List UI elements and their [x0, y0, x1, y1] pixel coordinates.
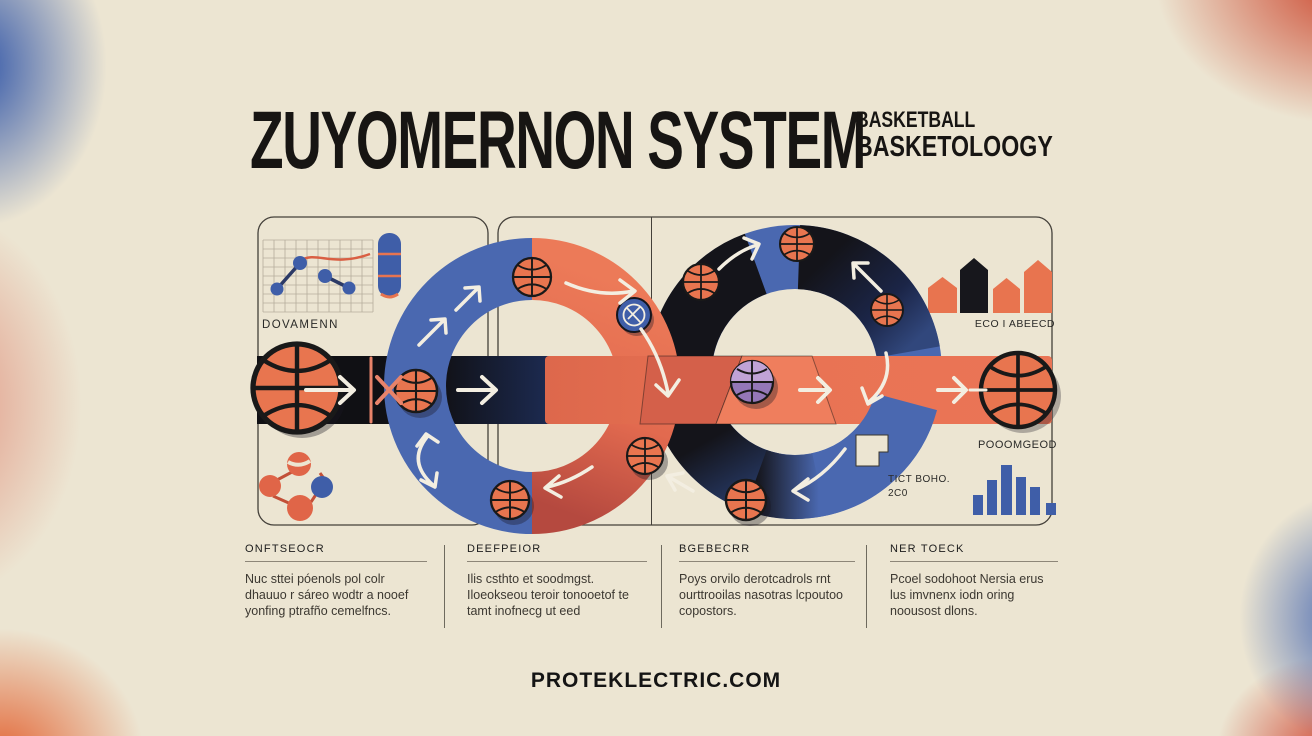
flow-arrow-icon	[936, 376, 968, 404]
column-rule	[679, 561, 855, 562]
column-2: DEEFPEIOR Ilis csthto et soodmgst. Iloeo…	[467, 543, 647, 619]
blue-bar-chart-icon	[973, 465, 1056, 515]
flow-arrow-icon	[798, 376, 832, 404]
column-rule	[467, 561, 647, 562]
column-body: Ilis csthto et soodmgst. Iloeokseou tero…	[467, 572, 629, 618]
label-top-left: DOVAMENN	[262, 319, 339, 331]
flow-arrow-icon	[304, 375, 356, 405]
flow-arrow-icon	[564, 278, 637, 305]
poster-title: ZUYOMERNON SYSTEM	[250, 100, 1168, 182]
flow-arrow-icon	[456, 375, 498, 405]
column-1: ONFTSEOCR Nuc sttei póenols pol colr dha…	[245, 543, 427, 619]
column-divider	[866, 545, 867, 628]
column-body: Poys orvilo derotcadrols rnt ourttrooila…	[679, 572, 843, 618]
flow-arrow-icon	[665, 471, 695, 493]
column-rule	[890, 561, 1058, 562]
right-loop-fade	[744, 449, 826, 519]
note-line1: TICT BOHO.	[888, 474, 951, 485]
label-top-right: ECO I ABEECD	[974, 318, 1055, 330]
flow-arrow-icon	[417, 317, 448, 347]
flow-arrow-icon	[860, 351, 890, 406]
basketball-icon	[870, 293, 904, 327]
flow-arrow-icon	[415, 432, 440, 489]
basketball-icon	[625, 436, 665, 476]
flow-arrow-icon	[791, 447, 847, 502]
poster-subtitle-line2: BASKETOLOOGY	[856, 131, 1053, 163]
molecule-icon	[259, 452, 333, 521]
column-body: Nuc sttei póenols pol colr dhauuo r sáre…	[245, 572, 409, 618]
flow-arrows	[304, 236, 988, 502]
footer-website: PROTEKLECTRIC.COM	[530, 669, 782, 692]
line-chart-icon	[262, 239, 374, 313]
flow-arrow-icon	[454, 285, 482, 312]
poster-title-text: ZUYOMERNON SYSTEM	[250, 95, 867, 186]
column-heading: BGEBECRR	[679, 543, 751, 555]
flow-arrow-icon	[543, 465, 594, 499]
basketball-icon	[778, 225, 816, 263]
basketball-icon	[681, 262, 721, 302]
purple-basketball-icon	[729, 359, 778, 409]
pentagon-bar-chart-icon	[928, 258, 1052, 313]
column-rule	[245, 561, 427, 562]
column-4: NER TOECK Pcoel sodohoot Nersia erus lus…	[890, 543, 1058, 619]
basketball-icon	[981, 353, 1055, 427]
column-3: BGEBECRR Poys orvilo derotcadrols rnt ou…	[679, 543, 855, 619]
poster-subtitle-line1: BASKETBALL	[856, 107, 976, 132]
column-heading: ONFTSEOCR	[245, 543, 325, 555]
label-mid-right: POOOMGEOD	[977, 439, 1057, 451]
column-heading: DEEFPEIOR	[467, 543, 542, 555]
flow-arrow-icon	[639, 327, 681, 398]
column-heading: NER TOECK	[890, 543, 965, 555]
column-body: Pcoel sodohoot Nersia erus lus imvnenx i…	[890, 572, 1044, 618]
column-divider	[444, 545, 445, 628]
basketball-badge-icon	[616, 297, 654, 336]
capsule-icon	[378, 233, 401, 299]
paper-note-icon	[855, 434, 889, 467]
basketball-icon	[511, 256, 553, 298]
flow-arrow-icon	[851, 261, 883, 293]
flow-arrow-icon	[717, 236, 761, 271]
basketballs	[253, 225, 1061, 526]
collision-mark-icon	[369, 356, 403, 424]
note-line2: 2C0	[888, 487, 908, 499]
basketball-icon	[724, 478, 768, 522]
column-divider	[661, 545, 662, 628]
basketball-icon	[489, 479, 531, 521]
note-text: TICT BOHO. 2C0	[888, 473, 950, 500]
